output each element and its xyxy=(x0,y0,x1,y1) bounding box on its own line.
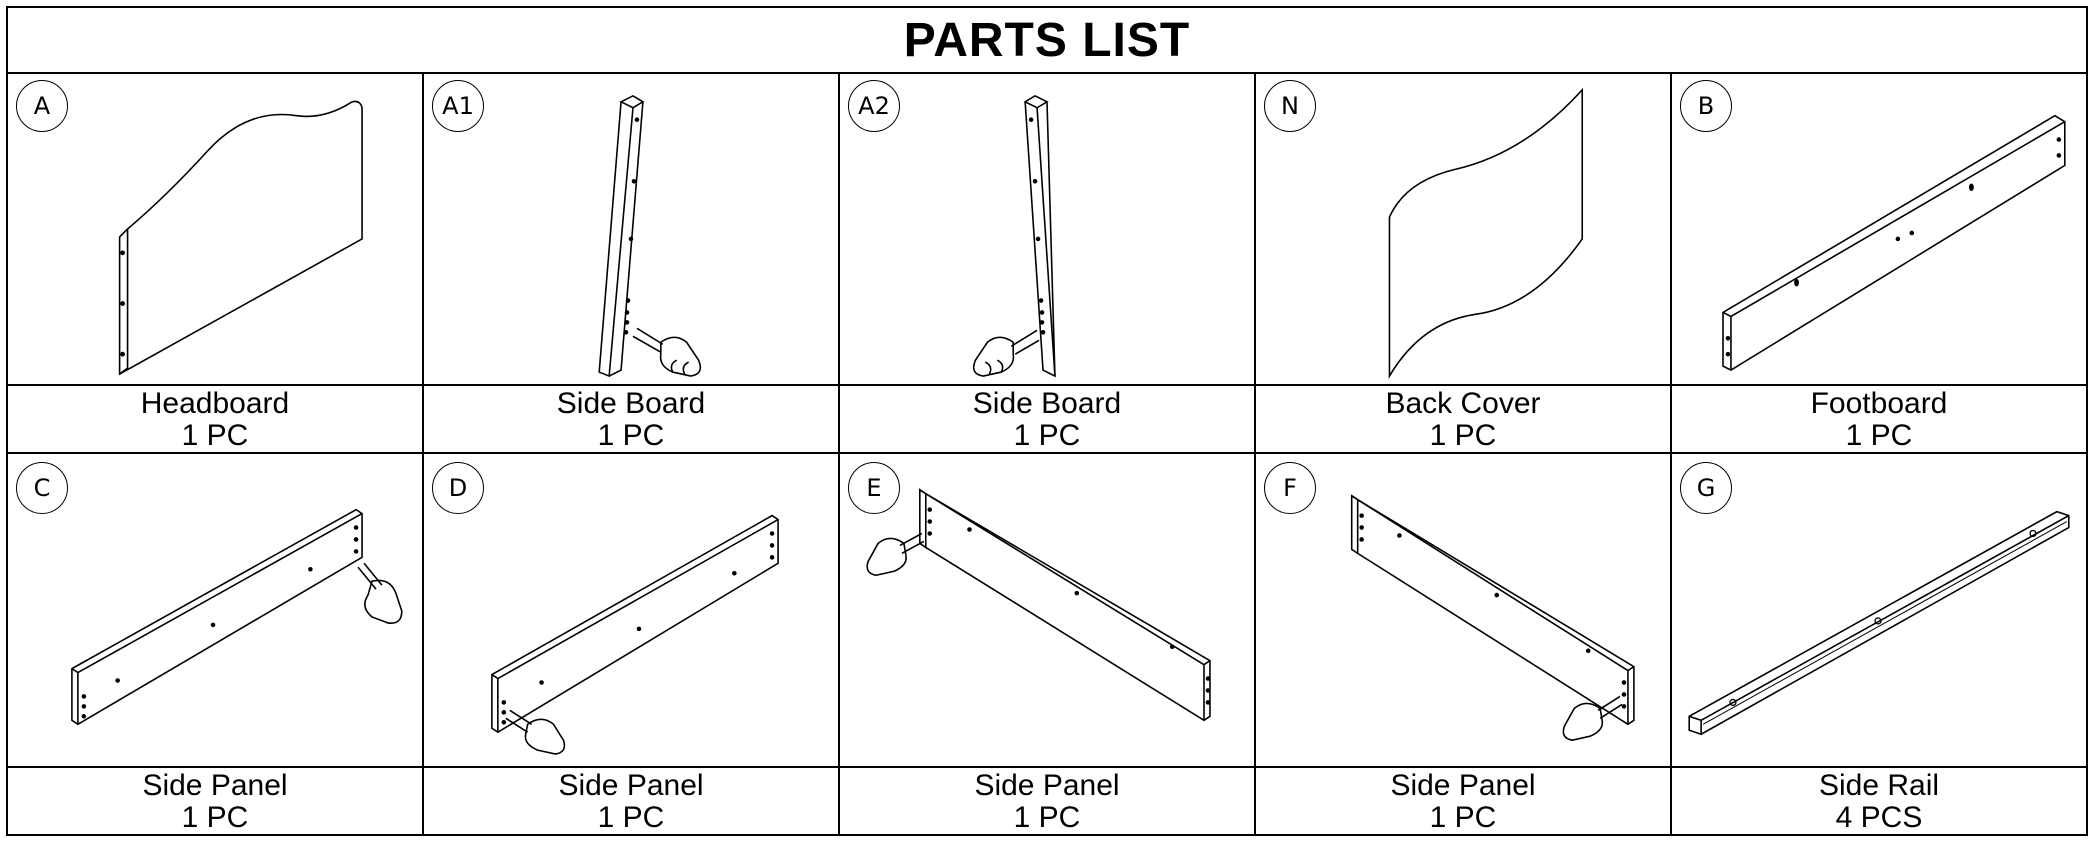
side-panel-drawing: F xyxy=(1256,454,1670,768)
part-id-badge: C xyxy=(16,462,68,514)
part-name: Headboard xyxy=(140,387,290,420)
part-quantity: 1 PC xyxy=(1429,801,1497,834)
part-cell-b: B Footboard 1 PC xyxy=(1672,72,2086,454)
part-quantity: 1 PC xyxy=(1013,419,1081,452)
part-caption: Side Rail 4 PCS xyxy=(1672,768,2086,834)
side-panel-drawing: E xyxy=(840,454,1254,768)
part-id-badge: E xyxy=(848,462,900,514)
part-caption: Side Board 1 PC xyxy=(840,386,1254,452)
footboard-drawing: B xyxy=(1672,72,2086,386)
part-name: Side Panel xyxy=(1390,769,1536,802)
side-board-drawing: A1 xyxy=(424,72,838,386)
part-id-badge: A xyxy=(16,80,68,132)
part-quantity: 1 PC xyxy=(181,419,249,452)
parts-list-sheet: PARTS LIST A Headboard 1 PC xyxy=(6,6,2088,836)
part-name: Back Cover xyxy=(1385,387,1541,420)
pointing-hand-icon xyxy=(866,532,925,577)
part-caption: Footboard 1 PC xyxy=(1672,386,2086,452)
side-panel-drawing: D xyxy=(424,454,838,768)
side-panel-drawing: C xyxy=(8,454,422,768)
part-id-badge: G xyxy=(1680,462,1732,514)
part-name: Side Panel xyxy=(142,769,288,802)
part-cell-g: G Side Rail 4 PCS xyxy=(1672,454,2086,836)
part-name: Side Panel xyxy=(558,769,704,802)
part-quantity: 1 PC xyxy=(1013,801,1081,834)
part-quantity: 1 PC xyxy=(181,801,249,834)
part-id-badge: B xyxy=(1680,80,1732,132)
part-cell-a2: A2 Side Board 1 PC xyxy=(840,72,1256,454)
part-cell-d: D Side Panel 1 PC xyxy=(424,454,840,836)
part-cell-c: C Side Panel 1 PC xyxy=(8,454,424,836)
part-caption: Side Panel 1 PC xyxy=(1256,768,1670,834)
pointing-hand-icon xyxy=(357,562,403,624)
part-quantity: 1 PC xyxy=(1429,419,1497,452)
part-id-badge: N xyxy=(1264,80,1316,132)
part-cell-a: A Headboard 1 PC xyxy=(8,72,424,454)
part-name: Footboard xyxy=(1810,387,1948,420)
side-rail-drawing: G xyxy=(1672,454,2086,768)
part-cell-f: F Side Panel 1 PC xyxy=(1256,454,1672,836)
part-caption: Side Panel 1 PC xyxy=(424,768,838,834)
part-name: Side Board xyxy=(556,387,706,420)
part-id-badge: A2 xyxy=(848,80,900,132)
part-caption: Side Panel 1 PC xyxy=(840,768,1254,834)
part-quantity: 1 PC xyxy=(597,419,665,452)
side-board-drawing: A2 xyxy=(840,72,1254,386)
part-name: Side Panel xyxy=(974,769,1120,802)
pointing-hand-icon xyxy=(1562,695,1623,741)
parts-grid: A Headboard 1 PC xyxy=(8,72,2086,836)
part-quantity: 4 PCS xyxy=(1835,801,1923,834)
pointing-hand-icon xyxy=(505,709,566,755)
part-name: Side Board xyxy=(972,387,1122,420)
part-caption: Side Panel 1 PC xyxy=(8,768,422,834)
part-id-badge: F xyxy=(1264,462,1316,514)
part-cell-n: N Back Cover 1 PC xyxy=(1256,72,1672,454)
part-caption: Back Cover 1 PC xyxy=(1256,386,1670,452)
part-quantity: 1 PC xyxy=(597,801,665,834)
pointing-hand-icon xyxy=(632,327,702,377)
pointing-hand-icon xyxy=(972,329,1040,377)
headboard-drawing: A xyxy=(8,72,422,386)
part-cell-a1: A1 Side Board 1 PC xyxy=(424,72,840,454)
part-cell-e: E Side Panel 1 PC xyxy=(840,454,1256,836)
part-quantity: 1 PC xyxy=(1845,419,1913,452)
part-name: Side Rail xyxy=(1818,769,1940,802)
part-caption: Headboard 1 PC xyxy=(8,386,422,452)
part-caption: Side Board 1 PC xyxy=(424,386,838,452)
part-id-badge: A1 xyxy=(432,80,484,132)
part-id-badge: D xyxy=(432,462,484,514)
back-cover-drawing: N xyxy=(1256,72,1670,386)
page-title: PARTS LIST xyxy=(8,8,2086,74)
